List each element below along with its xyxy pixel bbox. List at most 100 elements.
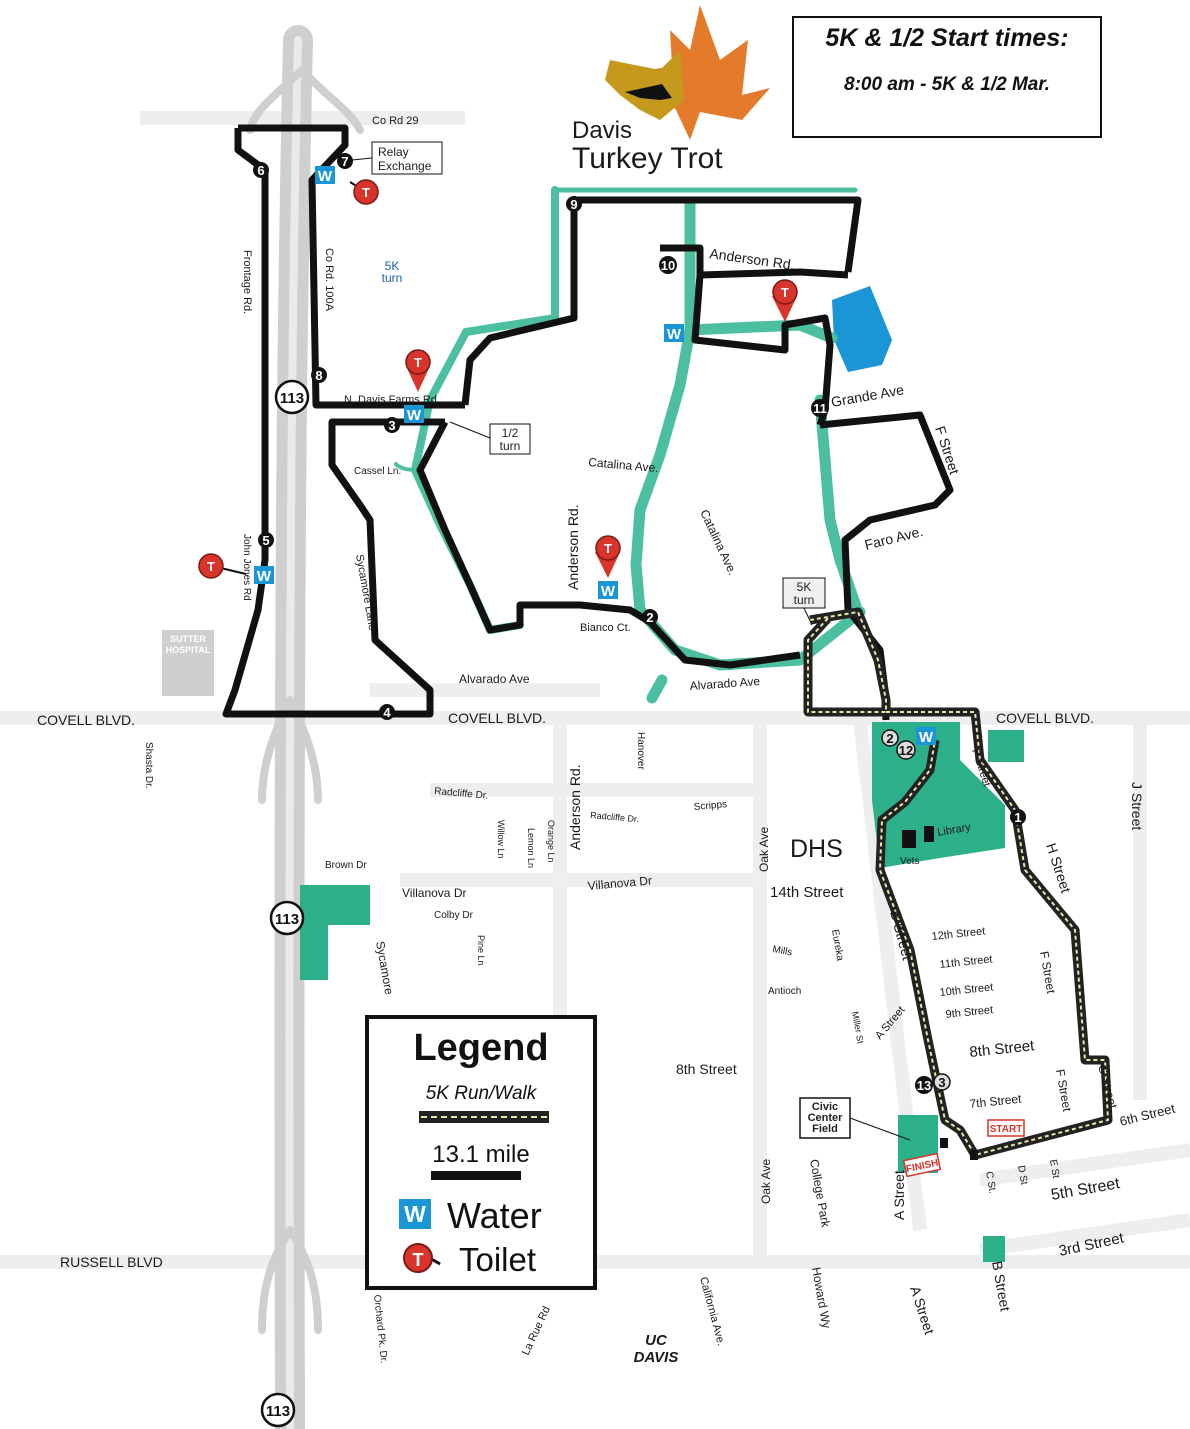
svg-text:T: T	[414, 355, 422, 370]
svg-text:8: 8	[315, 368, 322, 383]
street-colby: Colby Dr	[434, 910, 474, 921]
toilet-icon: T	[403, 1243, 433, 1273]
toilet-icon: T	[198, 553, 247, 579]
svg-text:W: W	[667, 326, 682, 343]
turkey-trot-logo: Davis Turkey Trot	[572, 5, 770, 175]
street-cassel: Cassel Ln.	[354, 466, 401, 477]
start-times-line: 8:00 am - 5K & 1/2 Mar.	[844, 74, 1050, 95]
water-station-icon: W	[916, 727, 936, 746]
svg-text:2: 2	[646, 610, 653, 625]
street-sycamore: Sycamore	[373, 940, 396, 996]
street-lemon: Lemon Ln	[526, 828, 536, 868]
svg-text:3: 3	[938, 1075, 945, 1090]
start-label: START	[990, 1124, 1023, 1135]
legend-title: Legend	[413, 1027, 549, 1069]
waypoint-8: 8	[311, 367, 327, 383]
street-college-park: College Park	[807, 1158, 833, 1229]
street-9th: 9th Street	[945, 1004, 994, 1021]
svg-text:13: 13	[917, 1078, 931, 1093]
street-grande: Grande Ave	[830, 381, 906, 410]
street-eureka: Eureka	[829, 929, 845, 963]
svg-text:5: 5	[262, 533, 269, 548]
svg-text:W: W	[257, 568, 272, 585]
waypoint-1: 1	[1010, 809, 1026, 825]
toilet-icon: T	[772, 279, 798, 322]
start-times-box: 5K & 1/2 Start times: 8:00 am - 5K & 1/2…	[792, 16, 1102, 138]
highway-shields: 113 113 113	[260, 379, 310, 1428]
water-stations: W W W W W W	[254, 166, 936, 746]
street-brown: Brown Dr	[325, 860, 367, 871]
svg-text:3: 3	[388, 418, 395, 433]
street-frontage: Frontage Rd.	[241, 250, 253, 314]
legend-half-label: 13.1 mile	[432, 1141, 530, 1168]
street-n-davis-farms: N. Davis Farms Rd	[344, 394, 437, 406]
street-alvarado-2: Alvarado Ave	[689, 674, 761, 693]
waypoint-13: 13	[915, 1076, 933, 1094]
svg-text:T: T	[604, 541, 612, 556]
street-antioch: Antioch	[768, 986, 801, 997]
svg-text:T: T	[207, 559, 215, 574]
library-label: Library	[936, 821, 972, 839]
legend-5k-label: 5K Run/Walk	[425, 1083, 537, 1104]
street-5th: 5th Street	[1050, 1175, 1122, 1204]
street-g: G Street	[1095, 1063, 1120, 1110]
street-orchard: Orchard Pk. Dr.	[371, 1294, 389, 1364]
svg-text:W: W	[407, 407, 422, 424]
highway-shield-icon: 113	[269, 900, 305, 936]
waypoint-5: 5	[258, 532, 274, 548]
toilet-icon: T	[349, 179, 379, 205]
maple-leaf-icon	[605, 50, 684, 120]
logo-line1: Davis	[572, 117, 632, 144]
svg-text:W: W	[318, 168, 333, 185]
water-icon: W	[399, 1199, 431, 1229]
svg-text:113: 113	[266, 1403, 290, 1420]
dhs-label: DHS	[790, 835, 843, 863]
street-radcliffe-1: Radcliffe Dr.	[434, 786, 489, 802]
street-willow: Willow Ln	[496, 820, 506, 859]
waypoint-3: 3	[384, 417, 400, 433]
svg-text:11: 11	[813, 401, 827, 416]
waypoint-4: 4	[379, 704, 395, 720]
buildings	[162, 630, 934, 848]
street-hanover: Hanover	[635, 732, 646, 770]
street-grid	[0, 111, 1190, 1269]
street-f-low: F Street	[1053, 1068, 1074, 1113]
street-8th-2: 8th Street	[969, 1037, 1036, 1061]
street-anderson-low: Anderson Rd.	[567, 764, 583, 850]
toilet-icon: T	[595, 535, 621, 578]
waypoint-9: 9	[566, 196, 582, 212]
street-j: J Street	[1129, 782, 1145, 830]
street-john-jones: John Jones Rd	[241, 534, 252, 601]
park-area	[983, 1236, 1005, 1262]
svg-text:2: 2	[886, 731, 893, 746]
street-f-mid: F Street	[1037, 950, 1058, 995]
water-station-icon: W	[598, 581, 618, 600]
waypoint-2: 2	[642, 609, 658, 625]
street-catalina-1: Catalina Ave.	[588, 455, 659, 475]
street-e: E St	[1047, 1159, 1061, 1180]
street-pine: Pine Ln	[476, 935, 486, 966]
street-howard: Howard Wy	[809, 1266, 834, 1329]
svg-text:7: 7	[341, 154, 348, 169]
waypoints: 1 2 2 3 3 4 5 6 7 8 9 10 11 12 13	[253, 153, 1026, 1094]
street-catalina-2: Catalina Ave.	[697, 507, 739, 577]
street-california: California Ave.	[697, 1276, 727, 1347]
street-h: H Street	[1043, 841, 1074, 895]
waypoint-11: 11	[811, 399, 829, 417]
street-radcliffe-2: Radcliffe Dr.	[590, 810, 640, 824]
street-10th: 10th Street	[939, 981, 994, 999]
svg-text:4: 4	[383, 705, 391, 720]
fivek-route	[803, 607, 1113, 1160]
sutter-hospital-building	[162, 630, 214, 696]
street-oak-2: Oak Ave	[759, 1159, 773, 1204]
svg-text:T: T	[781, 285, 789, 300]
street-7th: 7th Street	[969, 1092, 1023, 1111]
start-marker: START	[970, 1119, 1025, 1160]
street-oak-1: Oak Ave	[757, 827, 771, 872]
vets-building	[902, 830, 916, 848]
